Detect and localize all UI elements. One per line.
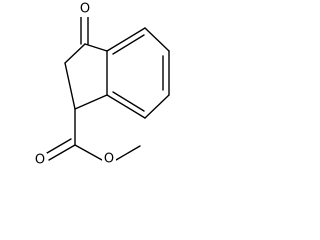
chemical-structure: O O O — [33, 2, 170, 168]
bond-c1-c7a — [74, 94, 108, 110]
bond-c3-c3a — [84, 43, 108, 52]
ester-carbonyl-double-bond — [48, 144, 76, 161]
aromatic-double-bond — [112, 34, 145, 55]
molecule-canvas: O O O — [0, 0, 170, 185]
bond-c4-c5 — [144, 27, 170, 52]
carbonyl-oxygen-label: O — [35, 153, 45, 168]
ester-oxygen-bg — [102, 152, 116, 167]
bond-oxygen-methyl — [115, 145, 141, 161]
bond-ester-carbon-oxygen — [74, 144, 103, 161]
ester-oxygen-label: O — [104, 152, 114, 167]
aromatic-double-bond — [112, 91, 145, 112]
bond-c3a-c4 — [106, 27, 146, 52]
bond-c3-c2 — [64, 43, 86, 64]
ester-carbonyl-double-bond — [46, 138, 72, 154]
bond-c7-c7a — [106, 94, 146, 119]
carbonyl-oxygen-bg — [33, 153, 47, 168]
bond-c2-c1 — [64, 62, 76, 110]
bond-c6-c7 — [144, 94, 170, 119]
ketone-oxygen-bg — [79, 2, 91, 17]
ketone-oxygen-label: O — [80, 2, 90, 17]
